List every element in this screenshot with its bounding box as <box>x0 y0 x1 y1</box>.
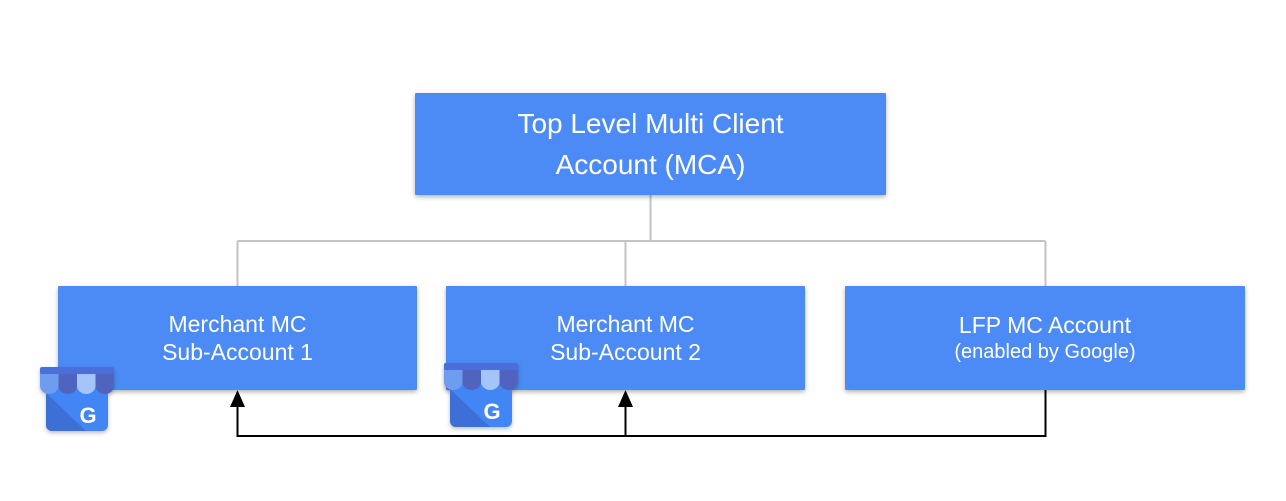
hierarchy-connector-lines <box>236 195 1047 286</box>
awning-top-bar <box>40 367 114 374</box>
feed-arrow-lines <box>236 390 1047 437</box>
storefront-fold-shade <box>46 393 86 431</box>
node-label-line: Merchant MC <box>556 311 695 337</box>
google-business-profile-icon: G <box>444 363 518 427</box>
node-label-line: LFP MC Account <box>958 311 1132 338</box>
node-label-line: Top Level Multi Client <box>517 108 784 139</box>
awning-top-bar <box>444 363 518 370</box>
google-g-letter: G <box>483 399 500 424</box>
awning-stripe <box>444 368 463 390</box>
node-label-line: (enabled by Google) <box>954 340 1136 363</box>
arrowhead-to-sub1 <box>230 390 245 407</box>
node-lfp-mc-account: LFP MC Account (enabled by Google) <box>845 286 1245 390</box>
arrowhead-to-sub2 <box>618 390 633 407</box>
awning-stripe <box>58 372 77 394</box>
node-merchant-sub-account-1: Merchant MC Sub-Account 1 <box>58 286 417 390</box>
storefront-fold-shade <box>450 389 490 427</box>
awning-stripe <box>40 372 59 394</box>
node-label-line: Merchant MC <box>168 311 307 337</box>
awning-stripe <box>462 368 481 390</box>
google-business-profile-icon: G <box>40 367 114 431</box>
node-label-line: Account (MCA) <box>555 149 746 180</box>
node-top-level-mca: Top Level Multi Client Account (MCA) <box>415 93 886 195</box>
google-g-letter: G <box>79 403 96 428</box>
node-label-line: Sub-Account 2 <box>550 339 701 365</box>
node-label-line: Sub-Account 1 <box>162 339 313 365</box>
awning-stripe <box>95 372 114 394</box>
awning-stripe <box>499 368 518 390</box>
awning-stripe <box>77 372 96 394</box>
awning-stripe <box>481 368 500 390</box>
